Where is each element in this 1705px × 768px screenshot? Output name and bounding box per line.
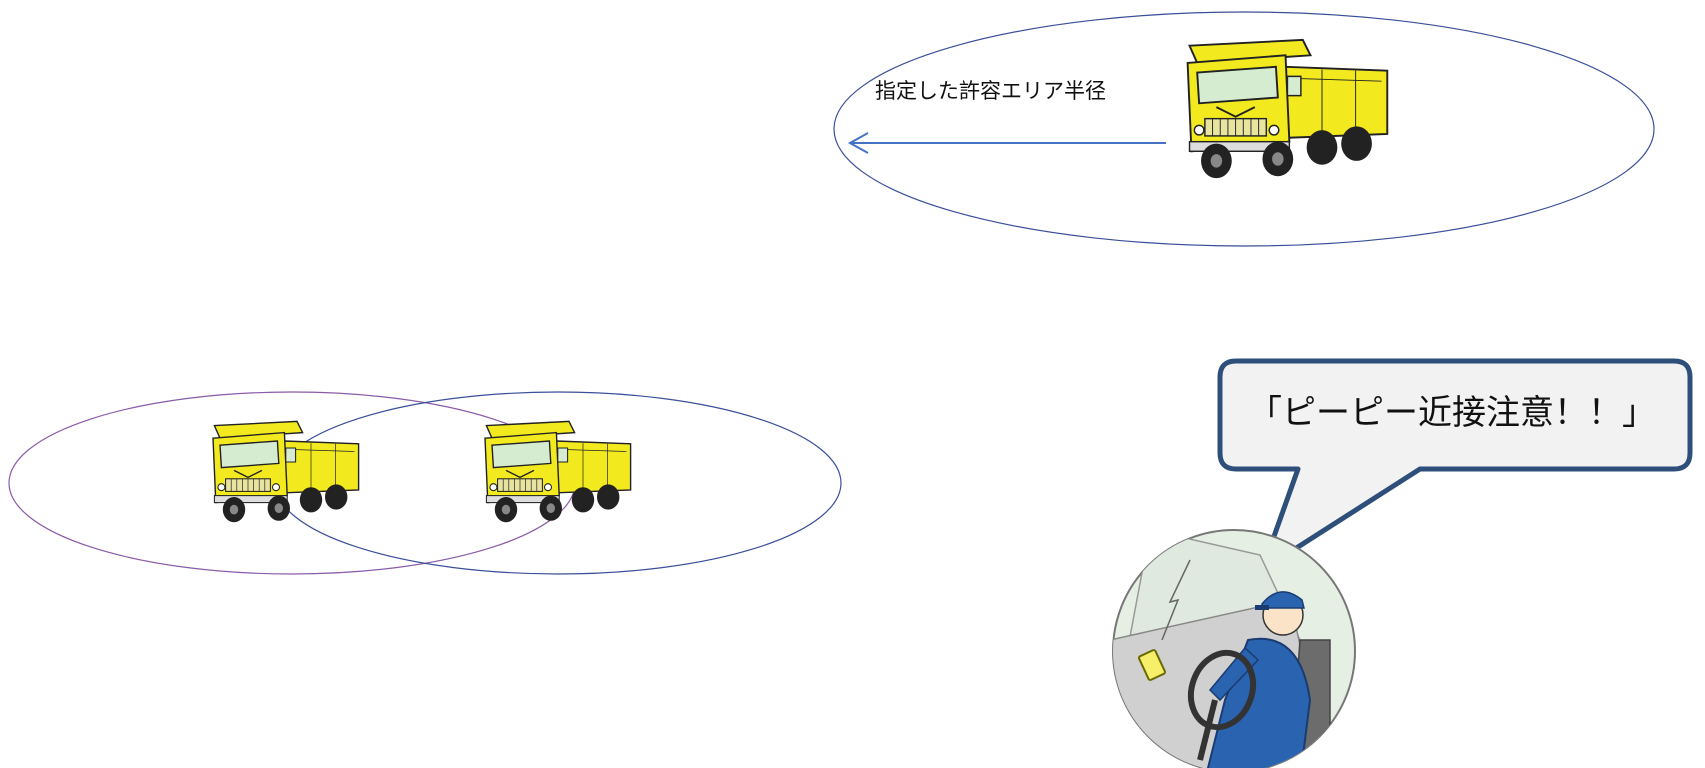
tolerance-area-group: 指定した許容エリア半径 bbox=[833, 11, 1655, 247]
radius-arrow bbox=[847, 132, 1166, 154]
driver-with-phone-icon bbox=[1112, 529, 1356, 768]
tolerance-area-ellipse bbox=[833, 11, 1655, 247]
dump-truck-icon bbox=[212, 420, 360, 523]
radius-label: 指定した許容エリア半径 bbox=[875, 79, 1106, 103]
alert-text: 「ピーピー近接注意！！」 bbox=[1248, 393, 1656, 433]
alert-speech-bubble: 「ピーピー近接注意！！」 bbox=[1217, 358, 1693, 573]
overlap-group bbox=[8, 391, 842, 575]
dump-truck-icon bbox=[1186, 38, 1389, 180]
dump-truck-icon bbox=[484, 420, 632, 523]
